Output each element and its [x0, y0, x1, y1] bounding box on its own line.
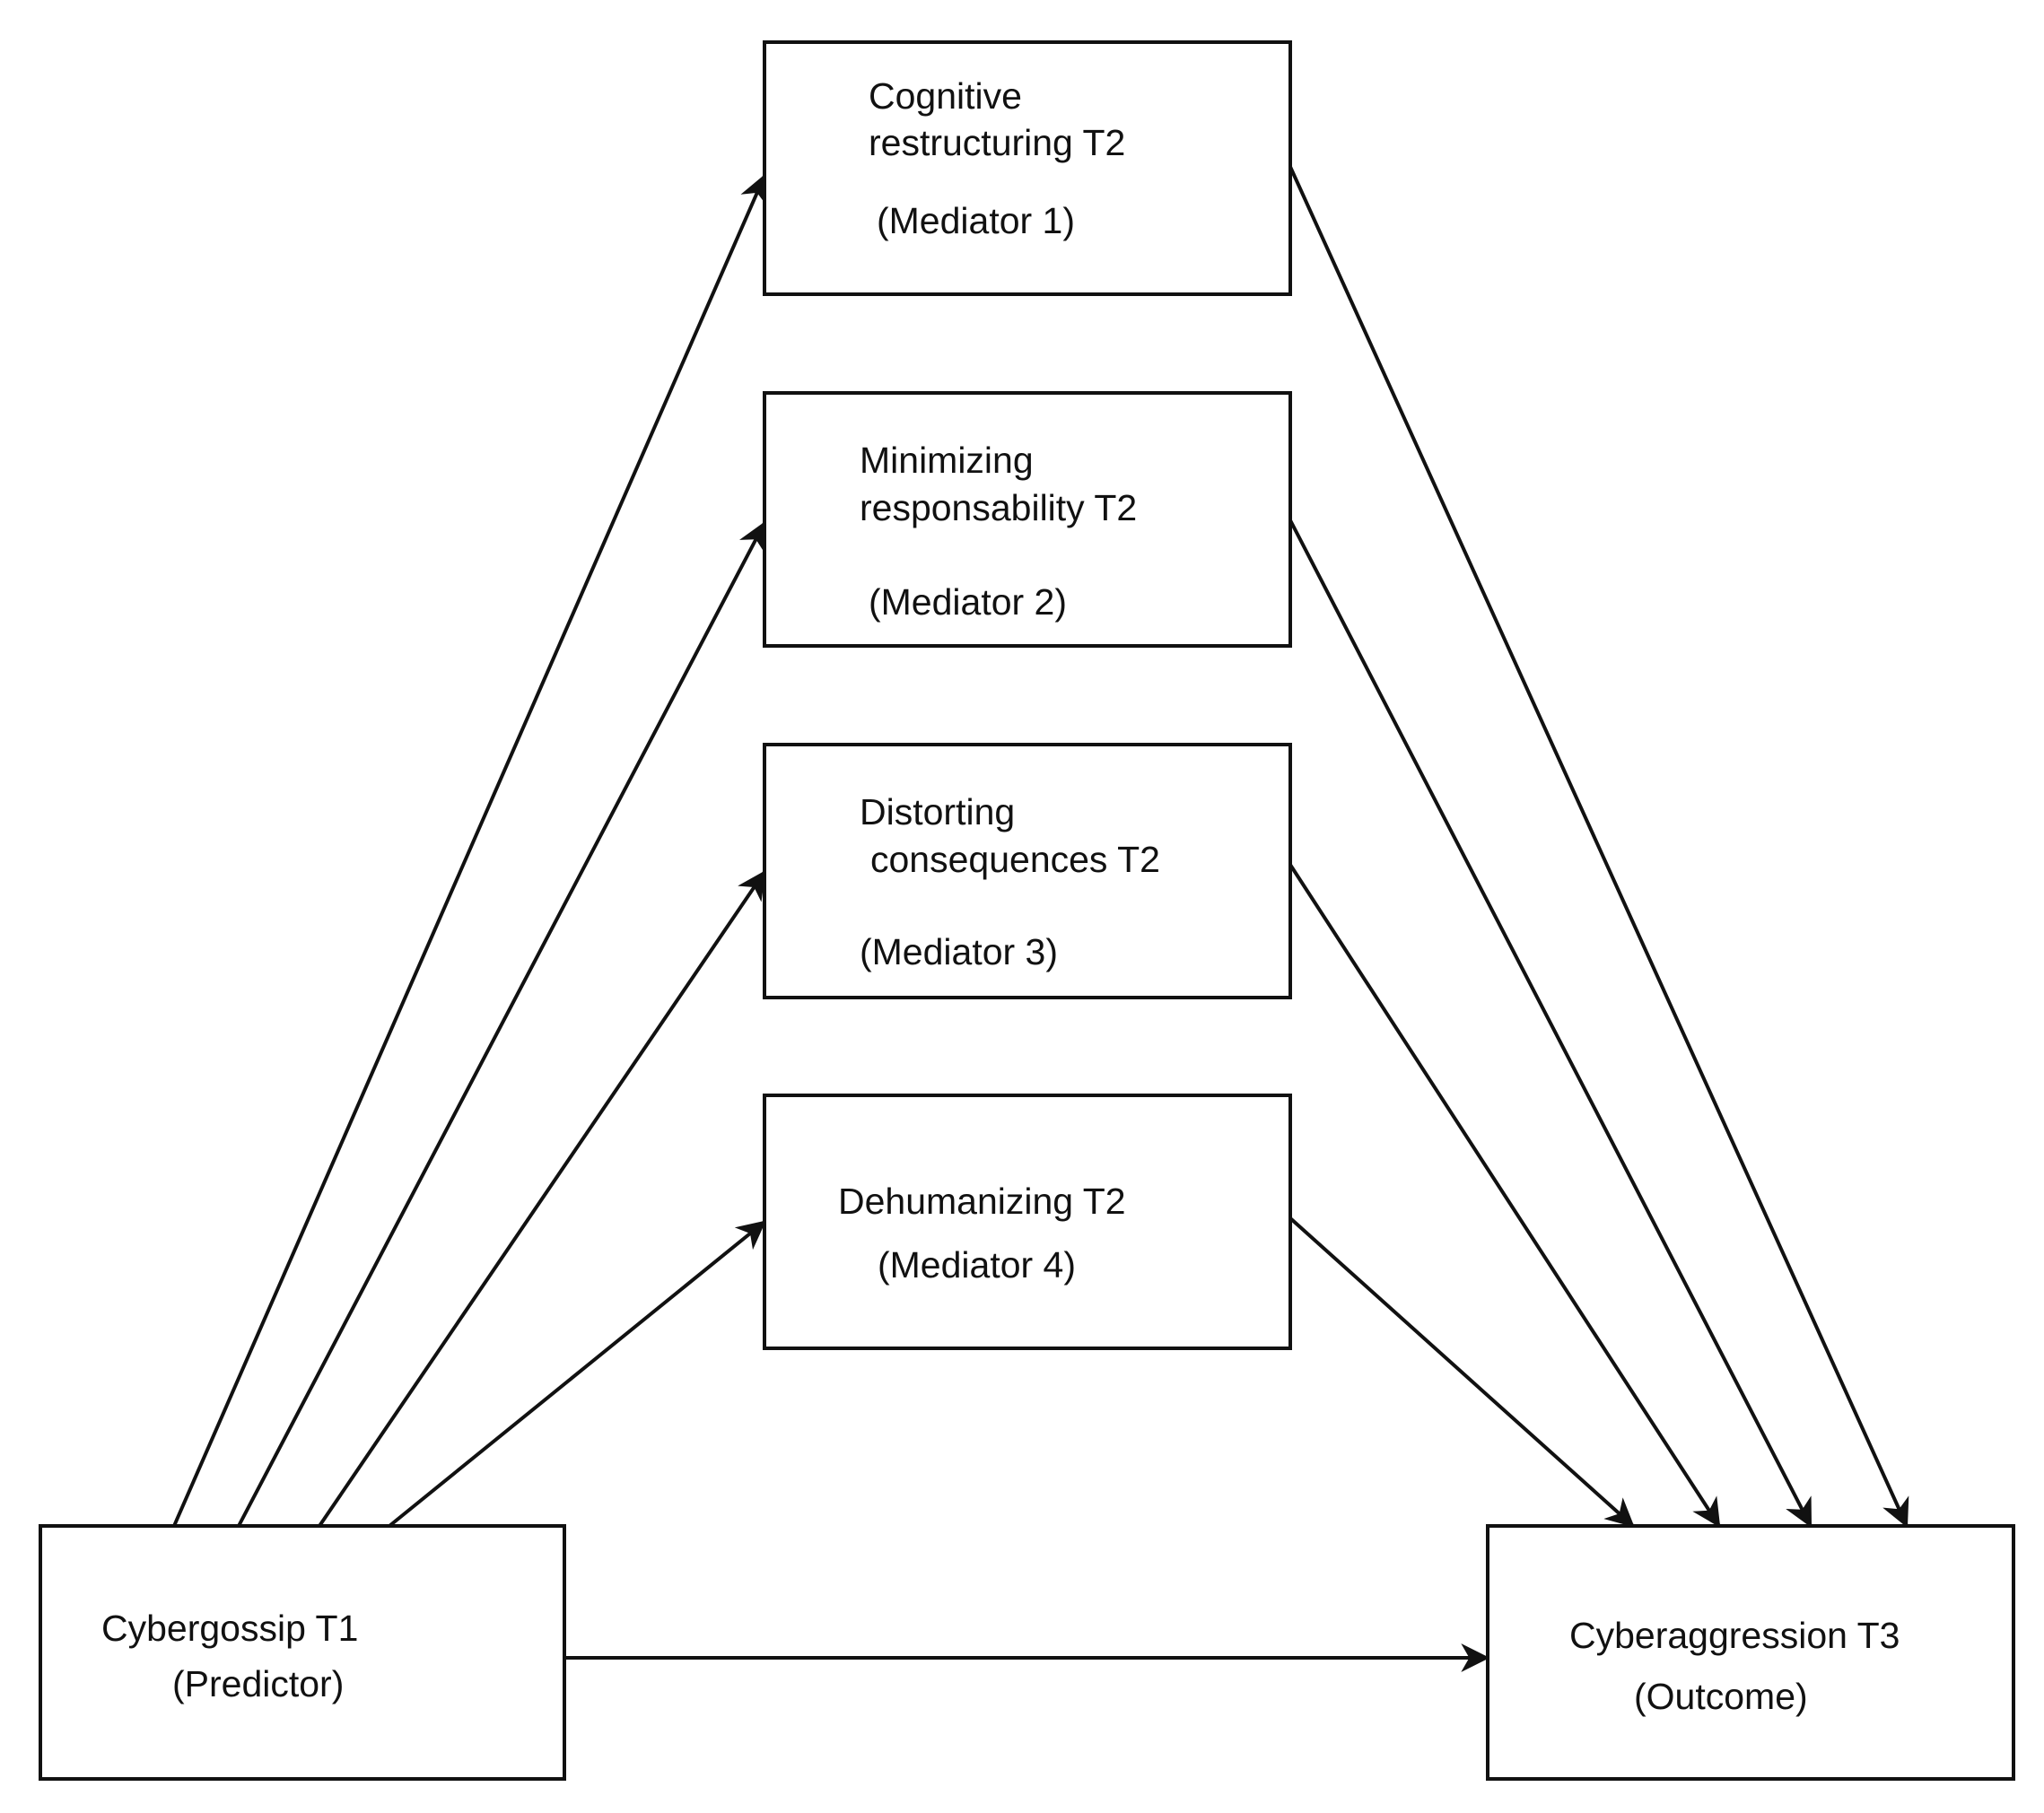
node-mediator-3: Distorting consequences T2 (Mediator 3): [763, 743, 1292, 999]
node-mediator-4: Dehumanizing T2 (Mediator 4): [763, 1094, 1292, 1350]
mediator-2-title-line-2: responsability T2: [860, 487, 1137, 528]
mediator-2-box: [763, 391, 1292, 648]
node-outcome: Cyberaggression T3 (Outcome): [1486, 1524, 2015, 1781]
node-predictor: Cybergossip T1 (Predictor): [39, 1524, 566, 1781]
arrow-predictor-to-mediator-2: [237, 520, 766, 1527]
node-mediator-1: Cognitive restructuring T2 (Mediator 1): [763, 40, 1292, 296]
arrow-predictor-to-mediator-4: [388, 1220, 766, 1528]
mediator-1-title-line-2: restructuring T2: [869, 122, 1125, 163]
arrow-predictor-to-mediator-3: [318, 870, 766, 1528]
mediator-2-role: (Mediator 2): [869, 581, 1067, 623]
arrow-mediator-1-to-outcome: [1288, 166, 1909, 1529]
mediator-1-title-line-1: Cognitive: [869, 75, 1022, 117]
mediator-4-role: (Mediator 4): [878, 1244, 1076, 1286]
mediator-2-title-line-1: Minimizing: [860, 440, 1034, 481]
outcome-role: (Outcome): [1634, 1676, 1808, 1717]
predictor-box: [39, 1524, 566, 1781]
node-mediator-2: Minimizing responsability T2 (Mediator 2…: [763, 391, 1292, 648]
mediator-3-box: [763, 743, 1292, 999]
mediator-4-box: [763, 1094, 1292, 1350]
mediator-3-role: (Mediator 3): [860, 931, 1058, 972]
mediator-1-box: [763, 40, 1292, 296]
mediator-3-title-line-2: consequences T2: [870, 839, 1160, 880]
arrow-mediator-2-to-outcome: [1288, 519, 1813, 1529]
edges-layer: [172, 166, 1909, 1672]
outcome-title: Cyberaggression T3: [1569, 1615, 1900, 1656]
arrow-mediator-3-to-outcome: [1288, 863, 1721, 1528]
predictor-title: Cybergossip T1: [101, 1608, 358, 1649]
mediator-3-title-line-1: Distorting: [860, 791, 1015, 832]
predictor-role: (Predictor): [172, 1663, 344, 1704]
outcome-box: [1486, 1524, 2015, 1781]
mediator-1-role: (Mediator 1): [877, 200, 1075, 241]
arrow-predictor-to-mediator-1: [172, 173, 767, 1527]
mediator-4-title: Dehumanizing T2: [838, 1181, 1126, 1222]
arrow-mediator-4-to-outcome: [1288, 1216, 1635, 1528]
